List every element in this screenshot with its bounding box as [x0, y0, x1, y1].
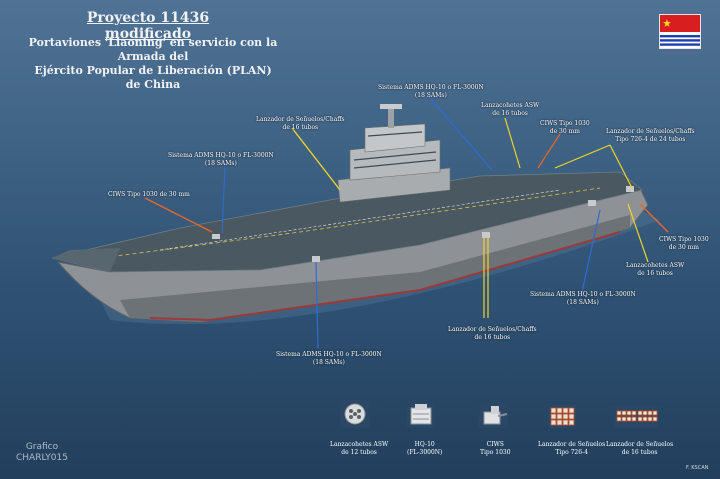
- leader-ciws-left: [144, 197, 213, 233]
- legend-caption-726: Lanzador de Señuelos Tipo 726-4: [538, 441, 606, 456]
- callout-hq10-bottom: Sistema ADMS HQ-10 o FL-3000N (18 SAMs): [276, 351, 382, 366]
- leader-chaff-upper: [291, 127, 341, 191]
- ski-jump: [52, 248, 120, 272]
- legend-caption-decoy-16: Lanzador de Señuelos de 16 tubos: [606, 441, 674, 456]
- leader-726-a: [554, 144, 611, 169]
- deck-centerline: [69, 187, 601, 263]
- leader-ciws-top: [537, 133, 561, 169]
- callout-726-top: Lanzador de Señuelos/Chaffs Tipo 726-4 d…: [606, 128, 695, 143]
- page-title: Proyecto 11436 modificado: [86, 10, 210, 42]
- leader-hq10-right: [581, 209, 601, 293]
- callout-chaff-lower: Lanzador de Señuelos/Chaffs de 16 tubos: [448, 326, 537, 341]
- waterline: [149, 231, 621, 322]
- decoy-launcher-726-icon: [548, 404, 576, 428]
- island-top: [364, 123, 426, 153]
- hq10-launcher-icon: [407, 402, 435, 428]
- subtitle-line-1: Portaviones 'Liaoning' en servicio con l…: [28, 36, 278, 63]
- callout-hq10-top: Sistema ADMS HQ-10 o FL-3000N (18 SAMs): [378, 84, 484, 99]
- leader-726-b: [609, 144, 633, 189]
- callout-ciws-right: CIWS Tipo 1030 de 30 mm: [659, 236, 709, 251]
- naval-ensign-flag: [659, 14, 701, 49]
- mount-5: [626, 186, 634, 192]
- mount-2: [312, 256, 320, 262]
- mount-4: [588, 200, 596, 206]
- artist-signature: F. KSCAN: [686, 465, 709, 471]
- mount-3: [482, 232, 490, 238]
- leader-ciws-right: [639, 203, 669, 233]
- island-mast: [388, 108, 394, 128]
- callout-hq10-left: Sistema ADMS HQ-10 o FL-3000N (18 SAMs): [168, 152, 274, 167]
- legend-caption-asw: Lanzacohetes ASW de 12 tubos: [330, 441, 389, 456]
- subtitle-line-2: Ejército Popular de Liberación (PLAN) de…: [34, 64, 272, 91]
- mount-1: [212, 234, 220, 239]
- ciws-gun-icon: [478, 402, 508, 428]
- hull-shadow: [120, 215, 630, 322]
- leader-hq10-left: [221, 165, 226, 235]
- leader-asw-right: [627, 203, 649, 263]
- leader-hq10-top: [429, 97, 493, 171]
- callout-asw-top: Lanzacohetes ASW de 16 tubos: [481, 102, 540, 117]
- legend-caption-ciws: CIWS Tipo 1030: [480, 441, 511, 456]
- deck-angle-line: [159, 189, 561, 251]
- callout-ciws-top: CIWS Tipo 1030 de 30 mm: [540, 120, 590, 135]
- legend-caption-hq10: HQ-10 (FL-3000N): [407, 441, 443, 456]
- island-windows: [353, 131, 437, 169]
- callout-hq10-right: Sistema ADMS HQ-10 o FL-3000N (18 SAMs): [530, 291, 636, 306]
- callout-asw-right: Lanzacohetes ASW de 16 tubos: [626, 262, 685, 277]
- leader-hq10-bottom: [315, 261, 319, 349]
- decoy-launcher-16-icon: [614, 406, 658, 428]
- island-radar: [380, 104, 402, 109]
- leader-asw-top: [504, 117, 521, 169]
- page-subtitle: Portaviones 'Liaoning' en servicio con l…: [28, 36, 278, 92]
- asw-launcher-icon: [340, 400, 370, 428]
- callout-ciws-left: CIWS Tipo 1030 de 30 mm: [108, 191, 190, 198]
- flight-deck: [51, 171, 643, 273]
- graphic-credit: Grafico CHARLY015: [16, 442, 68, 463]
- callout-chaff-upper: Lanzador de Señuelos/Chaffs de 16 tubos: [256, 116, 345, 131]
